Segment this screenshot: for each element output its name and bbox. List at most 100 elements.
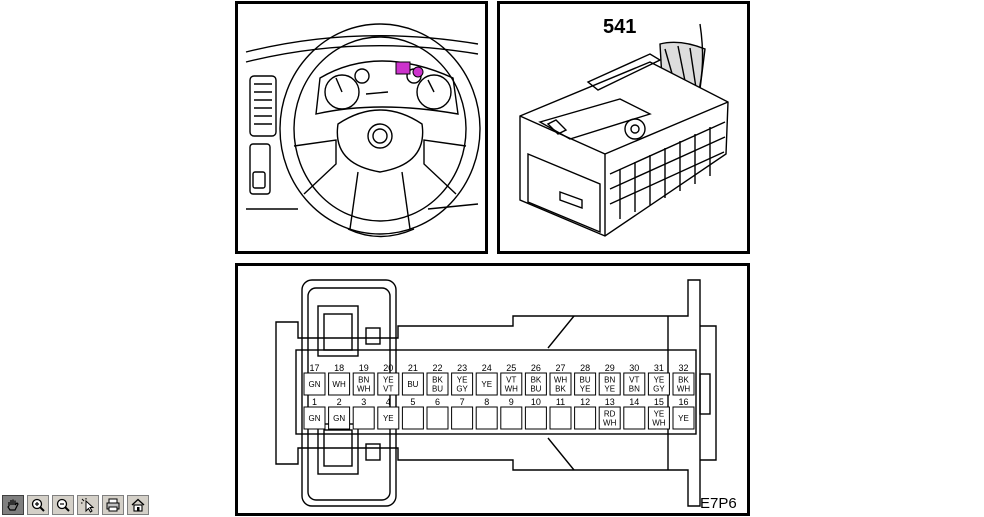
connector-code-label: E7P6 xyxy=(700,495,737,512)
pin-cavity xyxy=(451,372,474,396)
select-pointer-icon xyxy=(81,498,95,513)
pin-wire-color: VT xyxy=(506,376,516,385)
pin-number: 20 xyxy=(383,363,393,373)
pin-wire-color: BK xyxy=(432,376,443,385)
pin-number: 5 xyxy=(410,397,415,407)
pin-wire-color: YE xyxy=(383,376,394,385)
pin-number: 10 xyxy=(531,397,541,407)
pin-number: 26 xyxy=(531,363,541,373)
pin-wire-color: YE xyxy=(383,414,394,423)
pin-cavity xyxy=(303,372,326,396)
dashboard-drawing xyxy=(245,23,481,238)
pin-cavity xyxy=(524,406,547,430)
pin-wire-color: GN xyxy=(333,414,345,423)
pin-number: 9 xyxy=(509,397,514,407)
pin-wire-color: GN xyxy=(309,380,321,389)
pin-wire-color: GY xyxy=(653,385,665,394)
pin-cavity xyxy=(623,372,646,396)
pin-wire-color: WH xyxy=(357,385,371,394)
pin-number: 28 xyxy=(580,363,590,373)
pin-cavity xyxy=(328,406,351,430)
pin-number: 18 xyxy=(334,363,344,373)
pin-number: 8 xyxy=(484,397,489,407)
pin-wire-color: BK xyxy=(531,376,542,385)
pin-cavity xyxy=(549,372,572,396)
pin-cavity xyxy=(377,406,400,430)
component-number-label: 541 xyxy=(603,16,636,38)
pin-number: 13 xyxy=(605,397,615,407)
pin-wire-color: VT xyxy=(383,385,393,394)
pin-cavity xyxy=(623,406,646,430)
zoom-out-button[interactable] xyxy=(52,495,74,515)
pin-number: 22 xyxy=(432,363,442,373)
pin-cavity xyxy=(401,372,424,396)
pin-number: 21 xyxy=(408,363,418,373)
pin-number: 24 xyxy=(482,363,492,373)
pin-wire-color: WH xyxy=(554,376,568,385)
pin-number: 2 xyxy=(337,397,342,407)
pin-cavity xyxy=(500,406,523,430)
pin-cavity xyxy=(647,372,670,396)
pin-wire-color: YE xyxy=(654,376,665,385)
pin-wire-color: BN xyxy=(604,376,615,385)
pin-number: 12 xyxy=(580,397,590,407)
pin-wire-color: BK xyxy=(555,385,566,394)
pin-wire-color: BU xyxy=(432,385,443,394)
home-icon xyxy=(131,498,145,512)
pin-cavity xyxy=(377,372,400,396)
pin-cavity xyxy=(451,406,474,430)
dashboard-location-view xyxy=(235,1,488,254)
pin-wire-color: GY xyxy=(456,385,468,394)
pin-wire-color: RD xyxy=(604,410,616,419)
pinout-drawing: 17GN18WH19BNWH20YEVT21BU22BKBU23YEGY24YE… xyxy=(275,279,737,512)
pin-wire-color: WH xyxy=(505,385,519,394)
pin-number: 11 xyxy=(556,397,565,407)
pin-cavity xyxy=(328,372,351,396)
select-button[interactable] xyxy=(77,495,99,515)
pin-wire-color: YE xyxy=(580,385,591,394)
pin-cavity xyxy=(647,406,670,430)
pin-wire-color: BN xyxy=(358,376,369,385)
pin-row-top: 17GN18WH19BNWH20YEVT21BU22BKBU23YEGY24YE… xyxy=(303,363,695,396)
pin-cavity xyxy=(598,372,621,396)
viewer-toolbar xyxy=(2,495,149,517)
pin-wire-color: YE xyxy=(457,376,468,385)
hand-pan-icon xyxy=(7,499,19,511)
pin-cavity xyxy=(598,406,621,430)
pin-cavity xyxy=(574,406,597,430)
pin-number: 27 xyxy=(555,363,565,373)
pin-cavity xyxy=(549,406,572,430)
pin-cavity xyxy=(352,406,375,430)
pin-wire-color: BU xyxy=(530,385,541,394)
zoom-in-icon xyxy=(31,498,45,512)
pin-number: 17 xyxy=(309,363,319,373)
pin-wire-color: WH xyxy=(603,419,617,428)
pin-number: 32 xyxy=(678,363,688,373)
pin-wire-color: VT xyxy=(629,376,639,385)
pin-cavity xyxy=(500,372,523,396)
pan-button[interactable] xyxy=(2,495,24,515)
home-button[interactable] xyxy=(127,495,149,515)
component-highlight-marker xyxy=(395,61,411,75)
connector-3d-drawing: 541 xyxy=(519,16,729,237)
pin-cavity xyxy=(475,372,498,396)
pin-cavity xyxy=(426,406,449,430)
pin-cavity xyxy=(426,372,449,396)
print-button[interactable] xyxy=(102,495,124,515)
zoom-in-button[interactable] xyxy=(27,495,49,515)
pin-wire-color: BU xyxy=(407,380,418,389)
pin-cavity xyxy=(475,406,498,430)
pin-number: 14 xyxy=(629,397,639,407)
pin-cavity xyxy=(352,372,375,396)
pin-number: 15 xyxy=(654,397,664,407)
pin-number: 7 xyxy=(460,397,465,407)
zoom-out-icon xyxy=(56,498,70,512)
pin-number: 23 xyxy=(457,363,467,373)
pin-number: 31 xyxy=(654,363,664,373)
pin-wire-color: YE xyxy=(678,414,689,423)
pin-number: 30 xyxy=(629,363,639,373)
pin-number: 16 xyxy=(678,397,688,407)
print-icon xyxy=(106,498,120,512)
pin-cavity xyxy=(574,372,597,396)
